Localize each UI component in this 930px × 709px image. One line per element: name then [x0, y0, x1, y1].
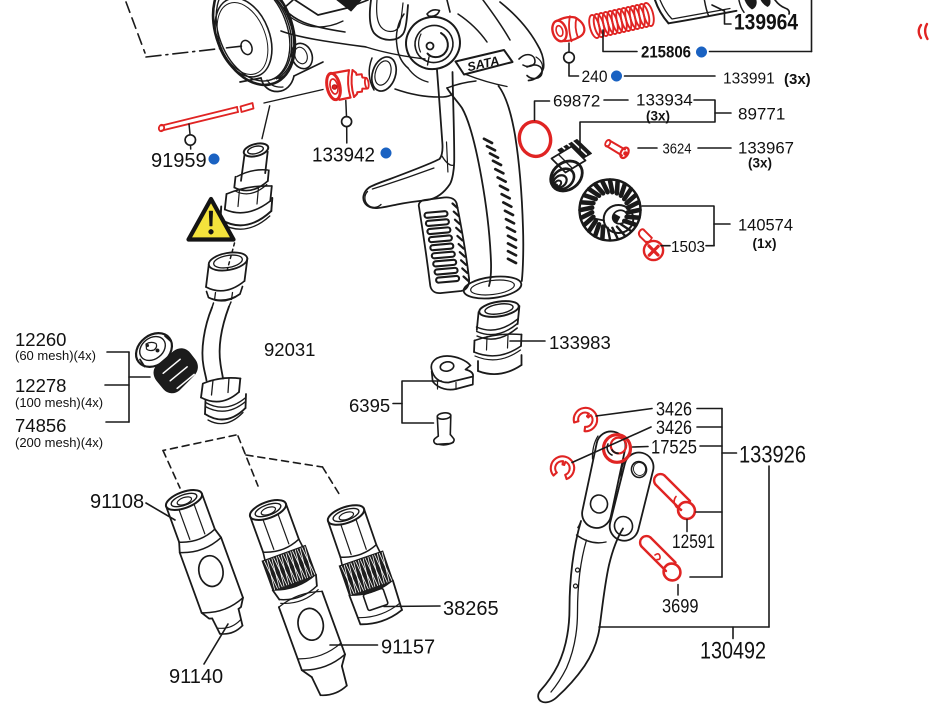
svg-text:133983: 133983: [549, 332, 611, 353]
svg-text:130492: 130492: [700, 638, 766, 665]
svg-text:3426: 3426: [656, 418, 692, 439]
svg-text:74856: 74856: [15, 415, 66, 436]
svg-text:3699: 3699: [662, 597, 699, 618]
svg-text:SATA: SATA: [466, 54, 500, 75]
svg-text:(60 mesh)(4x): (60 mesh)(4x): [15, 348, 96, 363]
svg-text:12278: 12278: [15, 375, 66, 396]
svg-text:91959: 91959: [151, 150, 207, 172]
svg-text:91157: 91157: [381, 637, 435, 659]
svg-text:(3x): (3x): [748, 156, 772, 171]
svg-text:12260: 12260: [15, 329, 66, 350]
svg-text:215806: 215806: [641, 44, 691, 62]
svg-text:91108: 91108: [90, 491, 144, 513]
svg-text:1503: 1503: [671, 239, 705, 256]
svg-text:240: 240: [582, 68, 608, 86]
svg-text:(3x): (3x): [646, 109, 670, 124]
svg-text:133967: 133967: [738, 139, 794, 158]
svg-text:133991: 133991: [723, 71, 775, 88]
svg-text:(100 mesh)(4x): (100 mesh)(4x): [15, 395, 103, 410]
svg-text:92031: 92031: [264, 339, 315, 360]
svg-text:38265: 38265: [443, 598, 499, 620]
svg-text:69872: 69872: [553, 92, 600, 111]
svg-text:89771: 89771: [738, 105, 785, 124]
svg-text:(3x): (3x): [784, 71, 811, 88]
svg-text:17525: 17525: [651, 438, 697, 459]
svg-text:3624: 3624: [663, 142, 692, 158]
svg-text:91140: 91140: [169, 666, 223, 688]
svg-text:133942: 133942: [312, 145, 375, 167]
svg-text:133926: 133926: [739, 442, 806, 469]
svg-text:(200 mesh)(4x): (200 mesh)(4x): [15, 435, 103, 450]
svg-text:12591: 12591: [672, 532, 715, 553]
svg-text:6395: 6395: [349, 395, 390, 416]
svg-text:140574: 140574: [738, 216, 793, 235]
svg-text:(1x): (1x): [753, 236, 777, 251]
svg-text:133934: 133934: [636, 91, 693, 110]
svg-text:139964: 139964: [734, 10, 799, 35]
svg-text:3426: 3426: [656, 400, 692, 421]
